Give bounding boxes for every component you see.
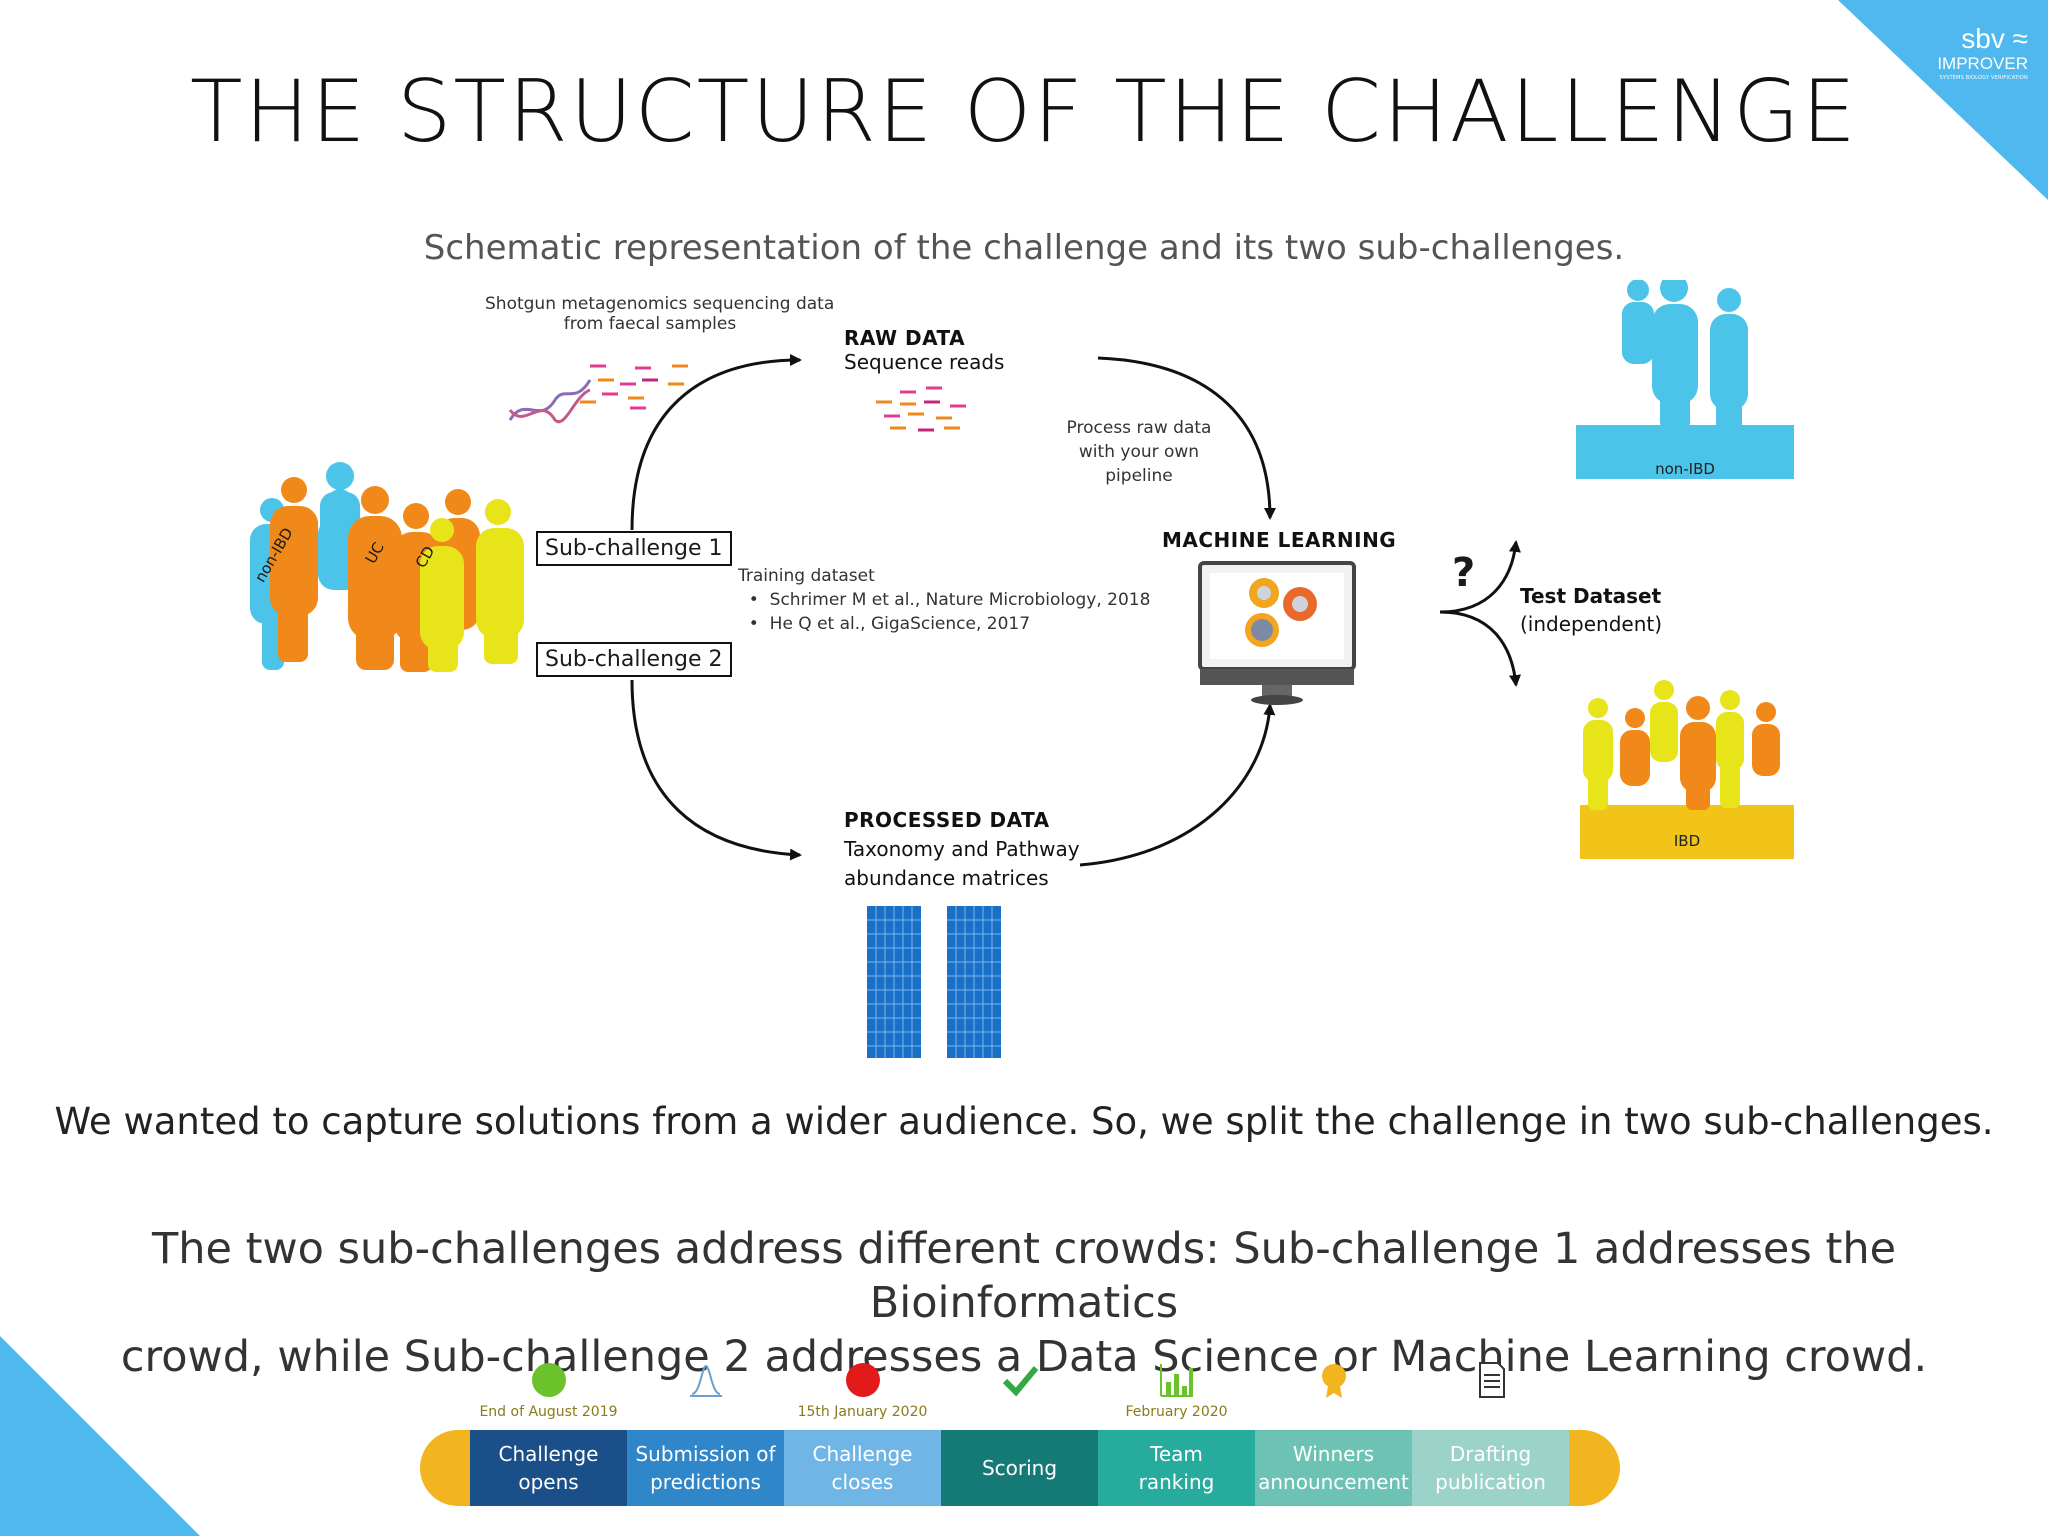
- timeline-step-winners-announcement: Winners announcement: [1255, 1430, 1412, 1506]
- sequence-reads-raw: [876, 386, 966, 432]
- processed-line2: abundance matrices: [844, 866, 1049, 890]
- statement-wider-audience: We wanted to capture solutions from a wi…: [54, 1100, 1994, 1143]
- timeline-step-scoring: Scoring: [941, 1430, 1098, 1506]
- shotgun-line1: Shotgun metagenomics sequencing data: [485, 294, 835, 314]
- diagram-caption: Schematic representation of the challeng…: [423, 228, 1625, 268]
- timeline-step-label: Challenge opens: [499, 1440, 599, 1496]
- question-mark: ?: [1452, 550, 1476, 596]
- timeline-step-label-line1: Winners: [1292, 1442, 1375, 1466]
- non-ibd-panel-label: non-IBD: [1655, 460, 1715, 478]
- abundance-matrix-icon: [867, 906, 1001, 1058]
- chart-curve-icon: [627, 1360, 784, 1406]
- diagram-graphics: [250, 280, 1794, 1058]
- timeline-step-label: Submission of predictions: [635, 1440, 775, 1496]
- timeline-step-label: Challenge closes: [813, 1440, 913, 1496]
- arrow-to-processed-data: [630, 679, 802, 861]
- timeline-step-team-ranking: Team ranking: [1098, 1430, 1255, 1506]
- timeline-step-label: Scoring: [982, 1454, 1057, 1482]
- processed-line1: Taxonomy and Pathway: [844, 837, 1080, 861]
- test-dataset-sub: (independent): [1520, 612, 1663, 636]
- ibd-group-panel: [1580, 680, 1794, 859]
- ibd-panel-label: IBD: [1673, 832, 1701, 850]
- arrow-test-up: [1439, 540, 1521, 614]
- shotgun-line2: from faecal samples: [563, 314, 737, 334]
- process-raw-data-note: Process raw data with your own pipeline: [1064, 416, 1214, 488]
- sequence-reads-left: [580, 364, 688, 410]
- timeline-step-label-line1: Drafting: [1449, 1442, 1532, 1466]
- logo-wave-icon: ≈: [2012, 23, 2028, 54]
- arrow-test-down: [1439, 610, 1521, 687]
- timeline-step-label: Winners announcement: [1258, 1440, 1409, 1496]
- raw-data-title: RAW DATA: [844, 326, 966, 350]
- test-dataset-label: Test Dataset (independent): [1520, 582, 1662, 638]
- award-ribbon-icon: [1255, 1360, 1412, 1406]
- checkmark-icon: [941, 1360, 1098, 1406]
- timeline-step-drafting-publication: Drafting publication: [1412, 1430, 1569, 1506]
- subchallenge-1-box: Sub-challenge 1: [536, 531, 732, 566]
- training-title: Training dataset: [738, 566, 875, 586]
- shotgun-label: Shotgun metagenomics sequencing data fro…: [485, 294, 835, 334]
- statement-crowds: The two sub-challenges address different…: [0, 1222, 2048, 1384]
- timeline-step-submission-of-predictions: Submission of predictions: [627, 1430, 784, 1506]
- timeline-date: February 2020: [1125, 1404, 1228, 1420]
- timeline-step-label-line1: Scoring: [981, 1456, 1058, 1480]
- training-ref2: He Q et al., GigaScience, 2017: [769, 614, 1031, 634]
- raw-data-subtitle: Sequence reads: [844, 350, 1005, 374]
- timeline-step-label-line1: Challenge: [498, 1442, 599, 1466]
- test-dataset-title: Test Dataset: [1520, 584, 1662, 608]
- bar-chart-icon: [1098, 1360, 1255, 1406]
- machine-learning-label: MACHINE LEARNING: [1162, 528, 1397, 552]
- timeline-step-label-line2: announcement: [1258, 1470, 1409, 1494]
- timeline-step-label-line2: predictions: [650, 1470, 761, 1494]
- process-line2: with your own: [1078, 442, 1200, 462]
- raw-data-label: RAW DATA Sequence reads: [844, 326, 1004, 374]
- timeline-step-label: Drafting publication: [1435, 1440, 1546, 1496]
- red-circle-icon: [784, 1360, 941, 1406]
- timeline-step-label-line2: ranking: [1138, 1470, 1215, 1494]
- non-ibd-group-panel: [1576, 280, 1794, 479]
- timeline-step-label-line1: Challenge: [812, 1442, 913, 1466]
- timeline-step-label-line1: Submission of: [635, 1442, 776, 1466]
- processed-data-label: PROCESSED DATA Taxonomy and Pathway abun…: [844, 806, 1080, 893]
- green-circle-icon: [470, 1360, 627, 1406]
- statement-crowds-line1: The two sub-challenges address different…: [151, 1224, 1897, 1328]
- patient-crowd-left: [250, 462, 524, 672]
- timeline-step-label: Team ranking: [1139, 1440, 1215, 1496]
- dna-helix-icon: [508, 379, 592, 424]
- timeline-step-challenge-opens: Challenge opens: [470, 1430, 627, 1506]
- timeline-date: 15th January 2020: [797, 1404, 928, 1420]
- arrow-raw-to-ml: [1097, 356, 1276, 520]
- page-title: THE STRUCTURE OF THE CHALLENGE: [189, 62, 1859, 162]
- timeline-step-label-line2: opens: [518, 1470, 579, 1494]
- process-line3: pipeline: [1105, 466, 1173, 486]
- logo-brand: sbv: [1961, 23, 2005, 54]
- timeline-step-label-line1: Team: [1150, 1442, 1203, 1466]
- timeline-step-label-line2: publication: [1435, 1470, 1546, 1494]
- document-icon: [1412, 1360, 1569, 1406]
- timeline-step-challenge-closes: Challenge closes: [784, 1430, 941, 1506]
- arrow-to-raw-data: [630, 354, 802, 531]
- timeline-date: End of August 2019: [479, 1404, 618, 1420]
- challenge-diagram: Shotgun metagenomics sequencing data fro…: [240, 280, 1820, 1080]
- logo-tagline: SYSTEMS BIOLOGY VERIFICATION: [1939, 75, 2028, 81]
- logo-sub: IMPROVER: [1937, 54, 2028, 73]
- training-ref1: Schrimer M et al., Nature Microbiology, …: [769, 590, 1151, 610]
- process-line1: Process raw data: [1066, 418, 1212, 438]
- training-dataset-note: Training dataset • Schrimer M et al., Na…: [738, 566, 1151, 634]
- statement-crowds-line2: crowd, while Sub-challenge 2 addresses a…: [120, 1332, 1928, 1382]
- computer-monitor-icon: [1198, 561, 1356, 705]
- subchallenge-2-box: Sub-challenge 2: [536, 642, 732, 677]
- sbv-improver-logo: sbv ≈ IMPROVER SYSTEMS BIOLOGY VERIFICAT…: [1918, 24, 2028, 82]
- timeline-step-label-line2: closes: [831, 1470, 894, 1494]
- processed-data-title: PROCESSED DATA: [844, 808, 1050, 832]
- arrow-processed-to-ml: [1079, 703, 1276, 867]
